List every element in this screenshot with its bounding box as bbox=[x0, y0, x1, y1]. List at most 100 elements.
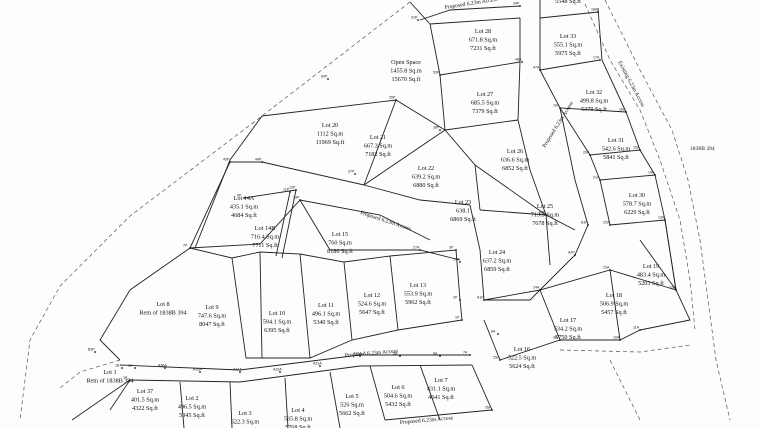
survey-point-marker bbox=[419, 249, 421, 251]
survey-point-code: B1P bbox=[581, 221, 588, 225]
survey-point-marker bbox=[243, 197, 245, 199]
lot-8-line-1: Rem of 1838B 394 bbox=[139, 310, 186, 317]
survey-point-marker bbox=[459, 261, 461, 263]
survey-point-marker bbox=[545, 214, 547, 216]
lot-9-line-1: 747.6 Sq.m bbox=[198, 313, 227, 320]
lot-22-line-1: 639.2 Sq.m bbox=[412, 174, 441, 181]
lot-26-line-2: 6852 Sq.ft bbox=[502, 165, 528, 172]
lot-9-line-0: Lot 9 bbox=[205, 304, 218, 311]
survey-point-code: 3P bbox=[449, 246, 454, 250]
survey-point-marker bbox=[299, 199, 301, 201]
survey-point-marker bbox=[625, 111, 627, 113]
lot-8-line-0: Lot 8 bbox=[156, 301, 169, 308]
survey-point-code: 45P bbox=[223, 158, 230, 162]
survey-point-code: 16A bbox=[619, 108, 626, 112]
lot-16-line-2: 5624 Sq.ft bbox=[509, 363, 535, 370]
survey-point-code: 15A bbox=[633, 146, 640, 150]
survey-point-marker bbox=[539, 289, 541, 291]
survey-point-code: 1B bbox=[115, 364, 120, 368]
lot-15-line-1: 760 Sq.m bbox=[328, 240, 352, 247]
lot-4-line-0: Lot 4 bbox=[291, 407, 304, 414]
lot-21-line-0: Lot 21 bbox=[370, 134, 386, 141]
lot-6-line-0: Lot 6 bbox=[391, 384, 404, 391]
survey-point-code: 60P bbox=[321, 75, 328, 79]
survey-point-code: 6A bbox=[433, 352, 438, 356]
lot-6-line-2: 5432 Sq.ft bbox=[385, 401, 411, 408]
survey-point-marker bbox=[134, 367, 136, 369]
lot-2-line-1: 496.5 Sq.m bbox=[178, 404, 207, 411]
survey-point-code: 12P bbox=[289, 186, 296, 190]
lot-28-line-0: Lot 28 bbox=[475, 28, 491, 35]
survey-point-marker bbox=[94, 351, 96, 353]
survey-point-marker bbox=[599, 179, 601, 181]
lot-17-line-2: 5750 Sq.ft bbox=[555, 334, 581, 341]
survey-point-marker bbox=[354, 173, 356, 175]
lot-31-line-2: 5841 Sq.ft bbox=[603, 154, 629, 161]
survey-point-code: 1A bbox=[123, 376, 128, 380]
lot-23-line-0: Lot 23 bbox=[455, 199, 471, 206]
lot-10-line-0: Lot 10 bbox=[269, 310, 285, 317]
survey-point-code: 1P bbox=[455, 316, 460, 320]
lot-5-line-1: 526 Sq.m bbox=[340, 402, 364, 409]
survey-point-code: 17A bbox=[593, 56, 600, 60]
lot-37-line-2: 4322 Sq.ft bbox=[132, 405, 158, 412]
lot-23-line-2: 6869 Sq.ft bbox=[450, 216, 476, 223]
lot-24-line-2: 6859 Sq.ft bbox=[484, 266, 510, 273]
survey-point-code: 24A bbox=[533, 286, 540, 290]
lot-27-line-1: 685.5 Sq.m bbox=[471, 100, 500, 107]
lot-15-line-0: Lot 15 bbox=[332, 231, 348, 238]
lot-10-line-1: 594.1 Sq.m bbox=[263, 319, 292, 326]
survey-point-marker bbox=[589, 154, 591, 156]
survey-point-marker bbox=[261, 161, 263, 163]
lot-23-line-1: 638.1 bbox=[456, 208, 470, 215]
lot-32-line-1: 499.8 Sq.m bbox=[580, 98, 609, 105]
lot-14b-line-1: 716.4 Sq.m bbox=[251, 234, 280, 241]
lot-26-line-1: 636.6 Sq.m bbox=[501, 157, 530, 164]
survey-point-marker bbox=[439, 355, 441, 357]
survey-point-code: 13A bbox=[658, 216, 665, 220]
survey-points: 31P34P47A60P53P48A38P35P37P44P45P6P7P13P… bbox=[88, 2, 677, 411]
lot-20-line-0: Lot 20 bbox=[322, 122, 338, 129]
survey-point-marker bbox=[559, 339, 561, 341]
lot-7-line-1: 431.1 Sq.m bbox=[427, 386, 456, 393]
survey-point-marker bbox=[599, 59, 601, 61]
survey-point-code: A31A bbox=[313, 362, 322, 366]
survey-point-code: 38P bbox=[433, 126, 440, 130]
survey-point-marker bbox=[654, 174, 656, 176]
survey-point-code: 14A bbox=[648, 171, 655, 175]
survey-point-code: 21A bbox=[593, 176, 600, 180]
survey-point-code: 8A bbox=[491, 330, 496, 334]
lot-13-line-2: 5962 Sq.ft bbox=[405, 299, 431, 306]
open-space-line-0: Open Space bbox=[391, 59, 421, 66]
lot-12-line-1: 524.6 Sq.m bbox=[358, 301, 387, 308]
survey-point-marker bbox=[469, 354, 471, 356]
lot-17-line-0: Lot 17 bbox=[560, 317, 576, 324]
survey-point-code: 27A bbox=[413, 246, 420, 250]
survey-point-marker bbox=[499, 359, 501, 361]
lot-32-line-0: Lot 32 bbox=[586, 89, 602, 96]
boundary-lines bbox=[19, 0, 731, 421]
lot-2-line-0: Lot 2 bbox=[185, 395, 198, 402]
lot-26-line-0: Lot 26 bbox=[507, 148, 523, 155]
lot-3-line-1: 522.3 Sq.m bbox=[231, 419, 260, 426]
lot-18-line-1: 506.9 Sq.m bbox=[600, 301, 629, 308]
survey-point-marker bbox=[199, 371, 201, 373]
lot-4-line-2: 5768 Sq.ft bbox=[285, 424, 311, 428]
survey-point-code: 7A bbox=[463, 351, 468, 355]
